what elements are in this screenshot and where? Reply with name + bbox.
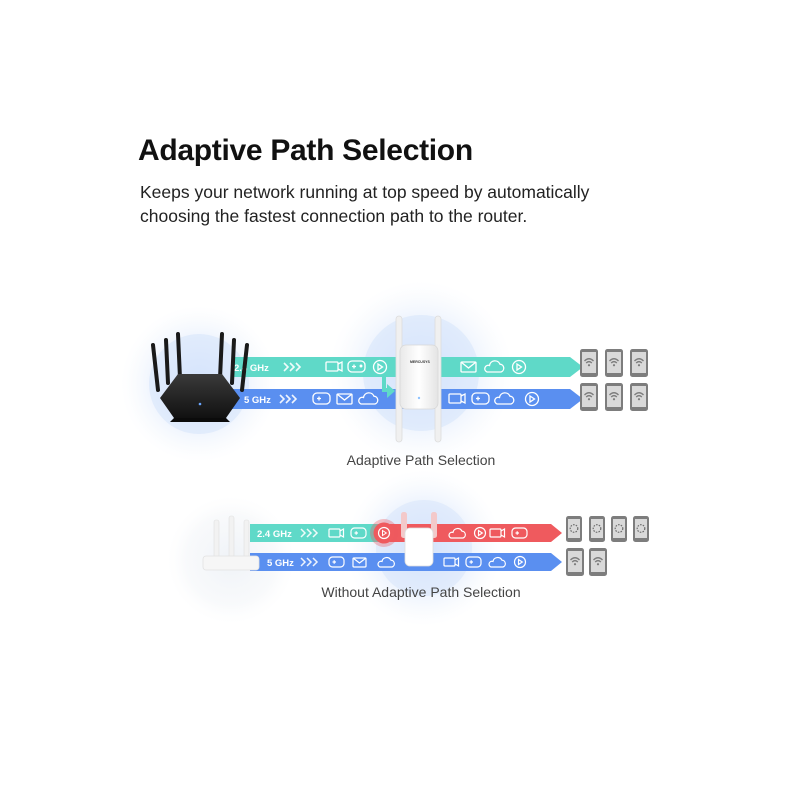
phone-no-signal-icon — [632, 515, 650, 543]
extender-brand: MERCUSYS — [410, 360, 431, 364]
gamepad-icon — [347, 360, 366, 373]
phone-no-signal-icon — [610, 515, 628, 543]
router-image — [202, 515, 260, 571]
phone-icon — [629, 382, 649, 412]
mail-icon — [352, 557, 367, 568]
phone-icon — [565, 547, 585, 577]
chevron-icon — [300, 528, 319, 567]
cloud-icon — [377, 556, 395, 568]
play-icon — [511, 359, 527, 375]
video-icon — [325, 360, 343, 373]
play-icon — [524, 391, 540, 407]
chevron-icon — [279, 362, 302, 404]
top-diagram: 2.4 GHz 5 GHz — [121, 281, 649, 465]
congestion-play-icon — [370, 519, 398, 547]
page-title: Adaptive Path Selection — [138, 134, 473, 167]
video-icon — [448, 392, 466, 405]
video-icon — [443, 556, 460, 568]
client-devices-bottom — [565, 515, 650, 577]
extender-image: MERCUSYS — [395, 315, 442, 443]
cloud-icon — [448, 527, 466, 539]
phone-no-signal-icon — [565, 515, 583, 543]
top-diagram-caption: Adaptive Path Selection — [346, 452, 496, 468]
phone-icon — [604, 348, 624, 378]
gamepad-icon — [465, 556, 482, 568]
play-icon — [473, 526, 487, 540]
client-devices-top — [579, 348, 649, 412]
top-band-5-label: 5 GHz — [244, 395, 271, 406]
video-icon — [489, 527, 506, 539]
phone-icon — [579, 348, 599, 378]
video-icon — [328, 527, 345, 539]
mail-icon — [460, 361, 477, 373]
path-switch-arrow-icon — [382, 377, 395, 398]
bottom-diagram-caption: Without Adaptive Path Selection — [321, 584, 521, 600]
extender-image — [401, 512, 437, 567]
gamepad-icon — [312, 392, 331, 405]
cloud-icon — [494, 392, 515, 405]
cloud-icon — [358, 392, 379, 405]
bottom-band-24-label: 2.4 GHz — [257, 529, 292, 540]
phone-no-signal-icon — [588, 515, 606, 543]
gamepad-icon — [328, 556, 345, 568]
gamepad-icon — [511, 527, 528, 539]
play-icon — [372, 359, 388, 375]
phone-icon — [604, 382, 624, 412]
phone-icon — [629, 348, 649, 378]
top-band-24-label: 2.4 GHz — [234, 363, 269, 374]
bottom-band-5-label: 5 GHz — [267, 558, 294, 569]
router-image — [151, 332, 249, 422]
phone-icon — [579, 382, 599, 412]
cloud-icon — [484, 360, 505, 373]
play-icon — [513, 555, 527, 569]
mail-icon — [336, 393, 353, 405]
gamepad-icon — [471, 392, 490, 405]
phone-icon — [588, 547, 608, 577]
bottom-diagram: 2.4 GHz 5 GHz — [167, 470, 650, 626]
page-subtitle: Keeps your network running at top speed … — [140, 182, 590, 226]
cloud-icon — [488, 556, 506, 568]
gamepad-icon — [350, 527, 367, 539]
